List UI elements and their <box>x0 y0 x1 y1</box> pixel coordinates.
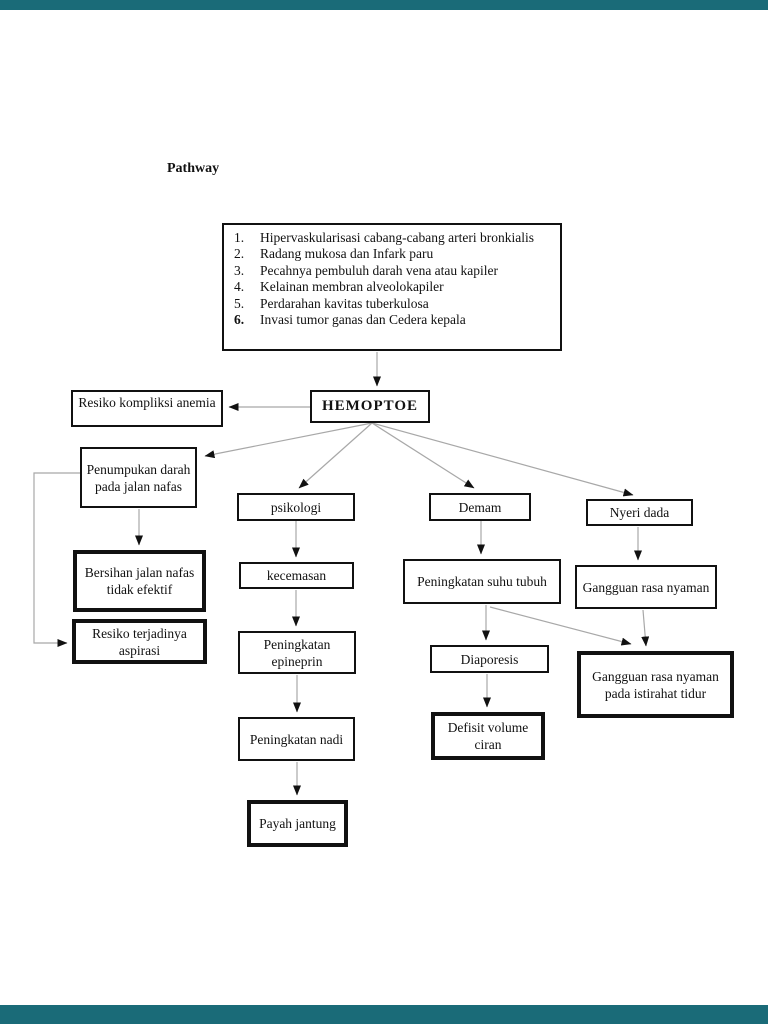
node-psikologi: psikologi <box>237 493 355 521</box>
causes-list-box: 1. Hipervaskularisasi cabang-cabang arte… <box>222 223 562 351</box>
list-item-number: 6. <box>234 312 245 328</box>
page-title: Pathway <box>167 161 220 176</box>
list-item-text: Kelainan membran alveolokapiler <box>260 279 444 295</box>
list-item-text: Hipervaskularisasi cabang-cabang arteri … <box>260 230 535 245</box>
bottom-edge-bar <box>0 1005 768 1024</box>
arrow-suhu-to-tidur <box>489 606 632 646</box>
list-item-text: Perdarahan kavitas tuberkulosa <box>260 295 429 311</box>
list-item: 6. Invasi tumor ganas dan Cedera kepala <box>234 312 554 328</box>
node-hemoptoe: HEMOPTOE <box>310 390 430 423</box>
arrow-nyaman-to-tidur <box>641 609 650 647</box>
list-item-number: 4. <box>234 279 245 295</box>
arrow-hemoptoe-to-penumpukan <box>204 422 373 459</box>
list-item-text: Invasi tumor ganas dan Cedera kepala <box>260 312 466 328</box>
arrow-penumpukan-to-aspirasi <box>33 472 80 647</box>
node-bersihan-jalan-nafas: Bersihan jalan nafas tidak efektif <box>73 550 206 612</box>
list-item-number: 3. <box>234 262 245 278</box>
list-item: 4. Kelainan membran alveolokapiler <box>234 279 554 295</box>
node-penumpukan-darah: Penumpukan darah pada jalan nafas <box>80 447 197 508</box>
list-item: 2. Radang mukosa dan Infark paru <box>234 246 554 262</box>
list-item-number: 1. <box>234 230 245 245</box>
node-demam: Demam <box>429 493 531 521</box>
node-peningkatan-suhu-tubuh: Peningkatan suhu tubuh <box>403 559 561 604</box>
arrow-hemoptoe-to-demam <box>371 422 475 489</box>
node-diaporesis: Diaporesis <box>430 645 549 673</box>
arrow-hemoptoe-to-psikologi <box>298 422 373 489</box>
node-kecemasan: kecemasan <box>239 562 354 589</box>
list-item: 3. Pecahnya pembuluh darah vena atau kap… <box>234 263 554 279</box>
list-item-text: Radang mukosa dan Infark paru <box>260 246 434 262</box>
node-resiko-kompliksi-anemia: Resiko kompliksi anemia <box>71 390 223 427</box>
node-payah-jantung: Payah jantung <box>247 800 348 847</box>
node-defisit-volume-ciran: Defisit volume ciran <box>431 712 545 760</box>
list-item-text: Pecahnya pembuluh darah vena atau kapile… <box>260 262 499 278</box>
list-item-number: 2. <box>234 246 245 262</box>
node-peningkatan-nadi: Peningkatan nadi <box>238 717 355 761</box>
list-item: 1. Hipervaskularisasi cabang-cabang arte… <box>234 230 554 246</box>
node-gangguan-tidur: Gangguan rasa nyaman pada istirahat tidu… <box>577 651 734 718</box>
node-gangguan-rasa-nyaman: Gangguan rasa nyaman <box>575 565 717 609</box>
node-nyeri-dada: Nyeri dada <box>586 499 693 526</box>
top-edge-bar <box>0 0 768 10</box>
list-item-number: 5. <box>234 295 245 311</box>
node-resiko-aspirasi: Resiko terjadinya aspirasi <box>72 619 207 664</box>
arrow-hemoptoe-to-nyeri-dada <box>371 422 634 497</box>
node-peningkatan-epineprin: Peningkatan epineprin <box>238 631 356 674</box>
list-item: 5. Perdarahan kavitas tuberkulosa <box>234 296 554 312</box>
